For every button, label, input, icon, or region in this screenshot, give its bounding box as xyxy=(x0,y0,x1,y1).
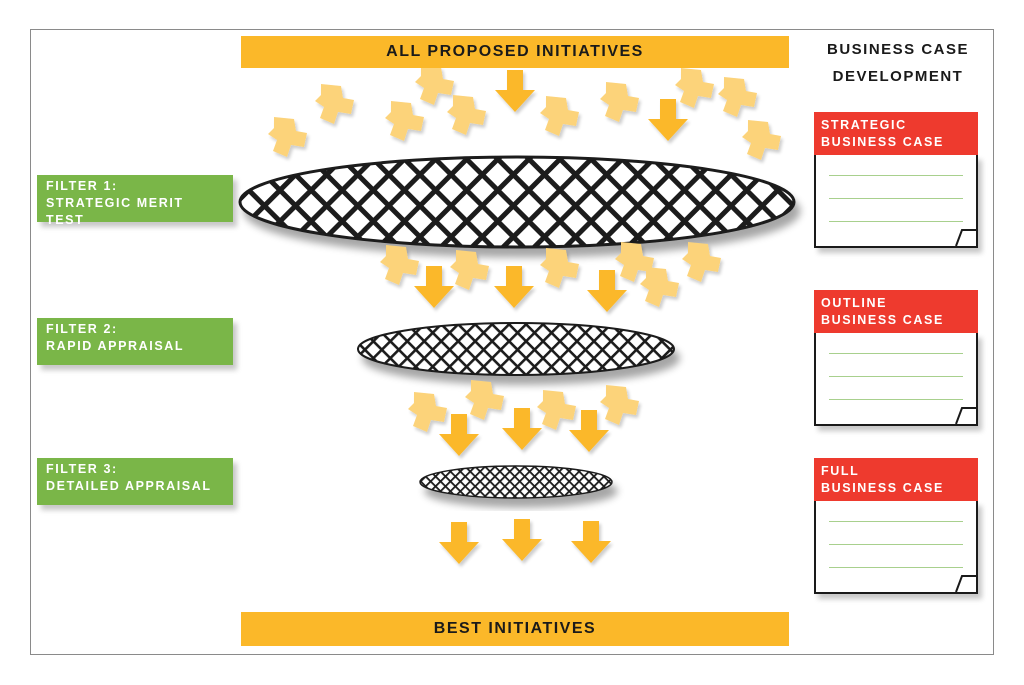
strategic-business-case-document: STRATEGIC BUSINESS CASE xyxy=(814,112,978,248)
arrow-down-icon xyxy=(494,266,534,308)
filter-2-label: FILTER 2: RAPID APPRAISAL xyxy=(37,318,233,365)
doc-title-line-2: BUSINESS CASE xyxy=(821,313,944,327)
filter-3-mesh xyxy=(419,465,613,499)
faded-arrow-icon xyxy=(682,242,721,282)
doc-rule-line xyxy=(829,521,963,522)
page-curl-icon xyxy=(955,229,976,247)
doc-rule-line xyxy=(829,567,963,568)
arrow-down-icon xyxy=(569,410,609,452)
doc-title-line-1: FULL xyxy=(821,464,860,478)
filter-2-mesh xyxy=(357,322,675,376)
doc-page xyxy=(814,501,978,594)
doc-rule-line xyxy=(829,376,963,377)
faded-arrow-icon xyxy=(408,392,447,432)
side-title-line-1: BUSINESS CASE xyxy=(826,41,970,58)
doc-title-line-2: BUSINESS CASE xyxy=(821,481,944,495)
doc-title-line-1: OUTLINE xyxy=(821,296,888,310)
doc-header: FULL BUSINESS CASE xyxy=(814,458,978,501)
faded-arrow-icon xyxy=(640,267,679,307)
faded-arrow-icon xyxy=(600,385,639,425)
arrow-down-icon xyxy=(571,521,611,563)
faded-arrow-icon xyxy=(415,65,454,105)
doc-rule-line xyxy=(829,353,963,354)
page-curl-icon xyxy=(955,407,976,425)
faded-arrow-icon xyxy=(600,82,639,122)
filter-2-name: RAPID APPRAISAL xyxy=(46,339,185,353)
outline-business-case-document: OUTLINE BUSINESS CASE xyxy=(814,290,978,426)
doc-header: STRATEGIC BUSINESS CASE xyxy=(814,112,978,155)
filter-2-number: FILTER 2: xyxy=(46,322,118,336)
faded-arrow-icon xyxy=(540,248,579,288)
faded-arrow-icon xyxy=(447,95,486,135)
filter-1-mesh xyxy=(238,155,796,249)
doc-rule-line xyxy=(829,399,963,400)
side-title-line-2: DEVELOPMENT xyxy=(832,68,964,85)
arrow-down-icon xyxy=(439,522,479,564)
filter-3-number: FILTER 3: xyxy=(46,462,118,476)
filter-1-number: FILTER 1: xyxy=(46,179,118,193)
all-proposed-initiatives-banner: ALL PROPOSED INITIATIVES xyxy=(241,36,789,68)
faded-arrow-icon xyxy=(465,380,504,420)
arrow-down-icon xyxy=(414,266,454,308)
doc-page xyxy=(814,155,978,248)
doc-rule-line xyxy=(829,175,963,176)
faded-arrow-icon xyxy=(268,117,307,157)
faded-arrow-icon xyxy=(718,77,757,117)
doc-rule-line xyxy=(829,221,963,222)
filter-1-label: FILTER 1: STRATEGIC MERIT TEST xyxy=(37,175,233,227)
arrow-down-icon xyxy=(495,70,535,112)
faded-arrow-icon xyxy=(450,250,489,290)
arrow-down-icon xyxy=(648,99,688,141)
best-initiatives-banner: BEST INITIATIVES xyxy=(241,612,789,646)
doc-title-line-2: BUSINESS CASE xyxy=(821,135,944,149)
arrow-down-icon xyxy=(502,519,542,561)
faded-arrow-icon xyxy=(380,245,419,285)
faded-arrow-icon xyxy=(315,84,354,124)
arrow-down-icon xyxy=(502,408,542,450)
business-case-development-title: BUSINESS CASE DEVELOPMENT xyxy=(803,36,993,90)
filter-3-name: DETAILED APPRAISAL xyxy=(46,479,212,493)
faded-arrow-icon xyxy=(540,96,579,136)
faded-arrow-icon xyxy=(742,120,781,160)
doc-rule-line xyxy=(829,198,963,199)
doc-page xyxy=(814,333,978,426)
full-business-case-document: FULL BUSINESS CASE xyxy=(814,458,978,594)
doc-rule-line xyxy=(829,544,963,545)
filter-1-name: STRATEGIC MERIT TEST xyxy=(46,196,184,227)
page-curl-icon xyxy=(955,575,976,593)
doc-header: OUTLINE BUSINESS CASE xyxy=(814,290,978,333)
faded-arrow-icon xyxy=(537,390,576,430)
arrow-down-icon xyxy=(439,414,479,456)
faded-arrow-icon xyxy=(675,68,714,108)
doc-title-line-1: STRATEGIC xyxy=(821,118,907,132)
filter-3-label: FILTER 3: DETAILED APPRAISAL xyxy=(37,458,233,505)
faded-arrow-icon xyxy=(385,101,424,141)
